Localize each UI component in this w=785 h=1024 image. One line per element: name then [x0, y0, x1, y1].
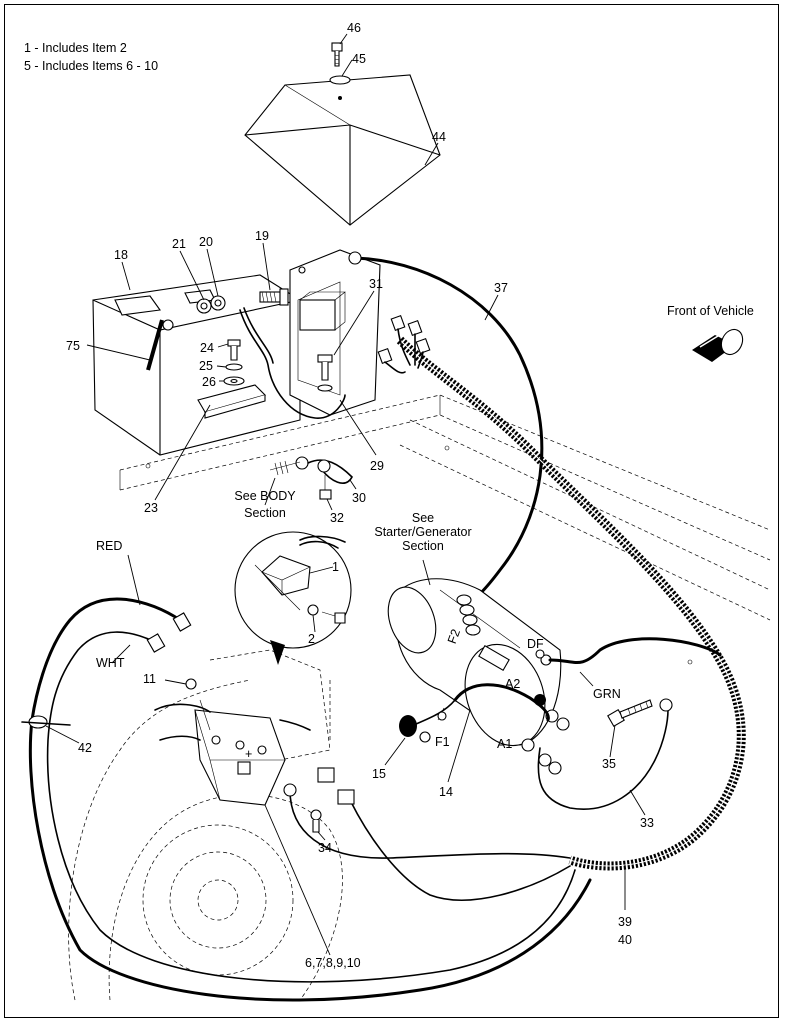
- callout-18: 18: [114, 248, 128, 262]
- bracket-23: [197, 384, 267, 419]
- terminal-a2: A2: [505, 677, 520, 691]
- wire-a2-loop: [453, 683, 550, 722]
- callout-34: 34: [318, 841, 332, 855]
- callout-1: 1: [332, 560, 339, 574]
- boot-15: [399, 699, 456, 737]
- washer-20: [210, 295, 226, 311]
- plug-connectors: [317, 767, 355, 805]
- wire-grn: [548, 637, 722, 664]
- screw-34: [310, 809, 322, 833]
- bolt-46: [331, 42, 343, 67]
- callout-26: 26: [202, 375, 216, 389]
- ref-body-line1: See BODY: [234, 489, 296, 503]
- battery-cable: [239, 309, 346, 419]
- wire-37: [353, 256, 544, 607]
- starter-generator-14: [387, 578, 562, 747]
- callout-40: 40: [618, 933, 632, 947]
- ring-terminal: [283, 783, 297, 797]
- wire-33: [537, 709, 669, 810]
- callout-21: 21: [172, 237, 186, 251]
- harness-39-40: [396, 336, 746, 871]
- callout-11: 11: [143, 672, 156, 686]
- battery-cable-b: [243, 307, 274, 364]
- ref-body-line2: Section: [244, 506, 286, 520]
- bolt-19: [259, 288, 289, 306]
- callout-37: 37: [494, 281, 508, 295]
- a1-terminal: [521, 738, 562, 775]
- fasteners-24-26: [223, 339, 245, 386]
- clamp-42: [21, 715, 71, 729]
- bolt-35: [607, 699, 653, 727]
- callout-25: 25: [199, 359, 213, 373]
- bolt-31: [317, 354, 333, 392]
- note-item-5: 5 - Includes Items 6 - 10: [24, 59, 158, 73]
- a2-terminal: [534, 694, 570, 731]
- terminal-df: DF: [527, 637, 544, 651]
- wire-wht: [46, 631, 576, 983]
- callout-46: 46: [347, 21, 361, 35]
- wire-label-red: RED: [96, 539, 122, 553]
- terminal-plus: +: [245, 747, 252, 761]
- ref-starter-line2: Starter/Generator: [374, 525, 471, 539]
- callout-30: 30: [352, 491, 366, 505]
- terminal-f1: F1: [435, 735, 450, 749]
- nut-21: [196, 298, 212, 314]
- callout-42: 42: [78, 741, 92, 755]
- wire-label-wht: WHT: [96, 656, 125, 670]
- f2-terminal-stack: [456, 594, 481, 636]
- battery-box-18: [92, 274, 301, 456]
- front-arrow-icon: [692, 328, 744, 362]
- callout-31: 31: [369, 277, 383, 291]
- leader-lines: [45, 33, 646, 956]
- note-item-1: 1 - Includes Item 2: [24, 41, 127, 55]
- chassis-outline: [119, 394, 771, 665]
- body-screw: [269, 461, 301, 471]
- callout-33: 33: [640, 816, 654, 830]
- callout-44: 44: [432, 130, 446, 144]
- callout-39: 39: [618, 915, 632, 929]
- terminal-f2: F2: [445, 627, 463, 646]
- front-of-vehicle-label: Front of Vehicle: [667, 304, 754, 318]
- harness-connectors: [377, 314, 431, 374]
- wire-reg-b: [349, 799, 571, 901]
- wire-label-grn: GRN: [593, 687, 621, 701]
- callout-24: 24: [200, 341, 214, 355]
- mounting-plate: [289, 249, 381, 416]
- callout-75: 75: [66, 339, 80, 353]
- callout-45: 45: [352, 52, 366, 66]
- wire-37-ring: [348, 251, 362, 265]
- voltage-regulator: [154, 703, 311, 806]
- callout-15: 15: [372, 767, 386, 781]
- detail-circle: [234, 531, 352, 665]
- connector-wht: [146, 633, 166, 653]
- screw-threads: [274, 460, 289, 476]
- callout-35: 35: [602, 757, 616, 771]
- callout-23: 23: [144, 501, 158, 515]
- callout-20: 20: [199, 235, 213, 249]
- wire-red: [28, 597, 592, 1002]
- wire-33-ring: [659, 698, 673, 712]
- f1-terminal: [419, 707, 447, 743]
- engine-outline: [68, 649, 343, 1001]
- callout-14: 14: [439, 785, 453, 799]
- connector-red: [172, 612, 192, 632]
- callout-19: 19: [255, 229, 269, 243]
- diagram-frame: [4, 4, 779, 1018]
- rod-eye: [162, 319, 174, 331]
- cover-box-44: [244, 74, 441, 226]
- nut-32: [319, 475, 332, 500]
- callout-29: 29: [370, 459, 384, 473]
- terminal-a1: A1: [497, 737, 512, 751]
- callout-6-10: 6,7,8,9,10: [305, 956, 361, 970]
- terminal-30: [295, 456, 353, 484]
- ref-starter-line1: See: [412, 511, 434, 525]
- ref-starter-line3: Section: [402, 539, 444, 553]
- callout-2: 2: [308, 632, 315, 646]
- rod-75: [146, 319, 164, 371]
- wire-reg-a: [289, 789, 571, 859]
- callout-32: 32: [330, 511, 344, 525]
